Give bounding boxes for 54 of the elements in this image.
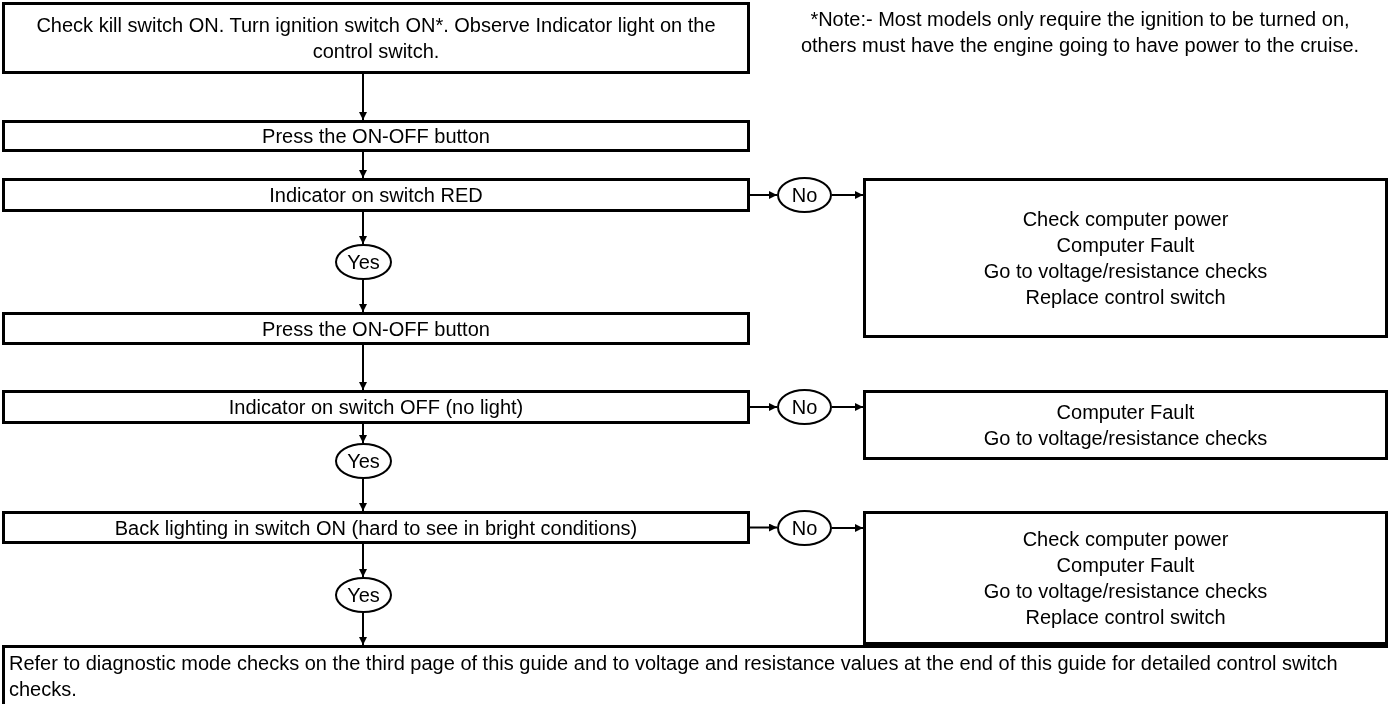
process-box xyxy=(2,390,750,424)
result-box xyxy=(863,511,1388,645)
node-text: Check computer power xyxy=(1022,527,1229,552)
node-text: Yes xyxy=(347,250,380,275)
node-text: Go to voltage/resistance checks xyxy=(983,259,1268,284)
process-box xyxy=(2,120,750,152)
node-text: Refer to diagnostic mode checks on the third page of this guide and to voltage and resistance values at the end of this guide for detailed control switch checks. xyxy=(9,651,1339,702)
arrow xyxy=(359,423,367,444)
node-text: Go to voltage/resistance checks xyxy=(983,579,1268,604)
arrow xyxy=(359,543,367,578)
arrow xyxy=(749,403,778,411)
process-box xyxy=(2,178,750,212)
arrow xyxy=(359,478,367,512)
node-text: Check computer power xyxy=(1022,207,1229,232)
node-text: Yes xyxy=(347,583,380,608)
node-text: Replace control switch xyxy=(1025,285,1226,310)
arrow xyxy=(359,211,367,245)
node-text: Back lighting in switch ON (hard to see in bright conditions) xyxy=(114,515,638,541)
arrow xyxy=(831,191,864,199)
node-text: Computer Fault xyxy=(1056,400,1195,425)
arrow xyxy=(359,612,367,646)
arrow xyxy=(749,191,778,199)
node-text: No xyxy=(791,516,818,541)
node-text: Indicator on switch RED xyxy=(269,183,483,208)
decision-oval xyxy=(777,510,832,546)
arrow xyxy=(749,523,778,532)
decision-oval xyxy=(777,389,832,425)
node-text: No xyxy=(791,183,818,208)
node-text: Check kill switch ON. Turn ignition switch ON*. Observe Indicator light on the control switch. xyxy=(35,13,717,64)
result-box xyxy=(863,178,1388,338)
arrow xyxy=(831,403,864,411)
node-text: Computer Fault xyxy=(1056,553,1195,578)
process-box xyxy=(2,312,750,345)
note-text: *Note:- Most models only require the ignition to be turned on, others must have the engine going to have power to the cruise. xyxy=(799,7,1361,58)
node-text: Yes xyxy=(347,449,380,474)
process-box xyxy=(2,511,750,544)
process-box xyxy=(2,2,750,74)
decision-oval xyxy=(335,443,392,479)
arrow xyxy=(831,524,864,532)
arrow xyxy=(359,344,367,391)
node-text: Computer Fault xyxy=(1056,233,1195,258)
node-text: Press the ON-OFF button xyxy=(262,316,490,342)
result-box xyxy=(863,390,1388,460)
arrow xyxy=(359,279,367,313)
arrow xyxy=(359,73,367,121)
node-text: Go to voltage/resistance checks xyxy=(983,426,1268,451)
decision-oval xyxy=(335,577,392,613)
node-text: Press the ON-OFF button xyxy=(262,124,490,149)
node-text: Replace control switch xyxy=(1025,605,1226,630)
arrow xyxy=(359,151,367,179)
node-text: Indicator on switch OFF (no light) xyxy=(228,395,524,420)
node-text: No xyxy=(791,395,818,420)
decision-oval xyxy=(335,244,392,280)
decision-oval xyxy=(777,177,832,213)
